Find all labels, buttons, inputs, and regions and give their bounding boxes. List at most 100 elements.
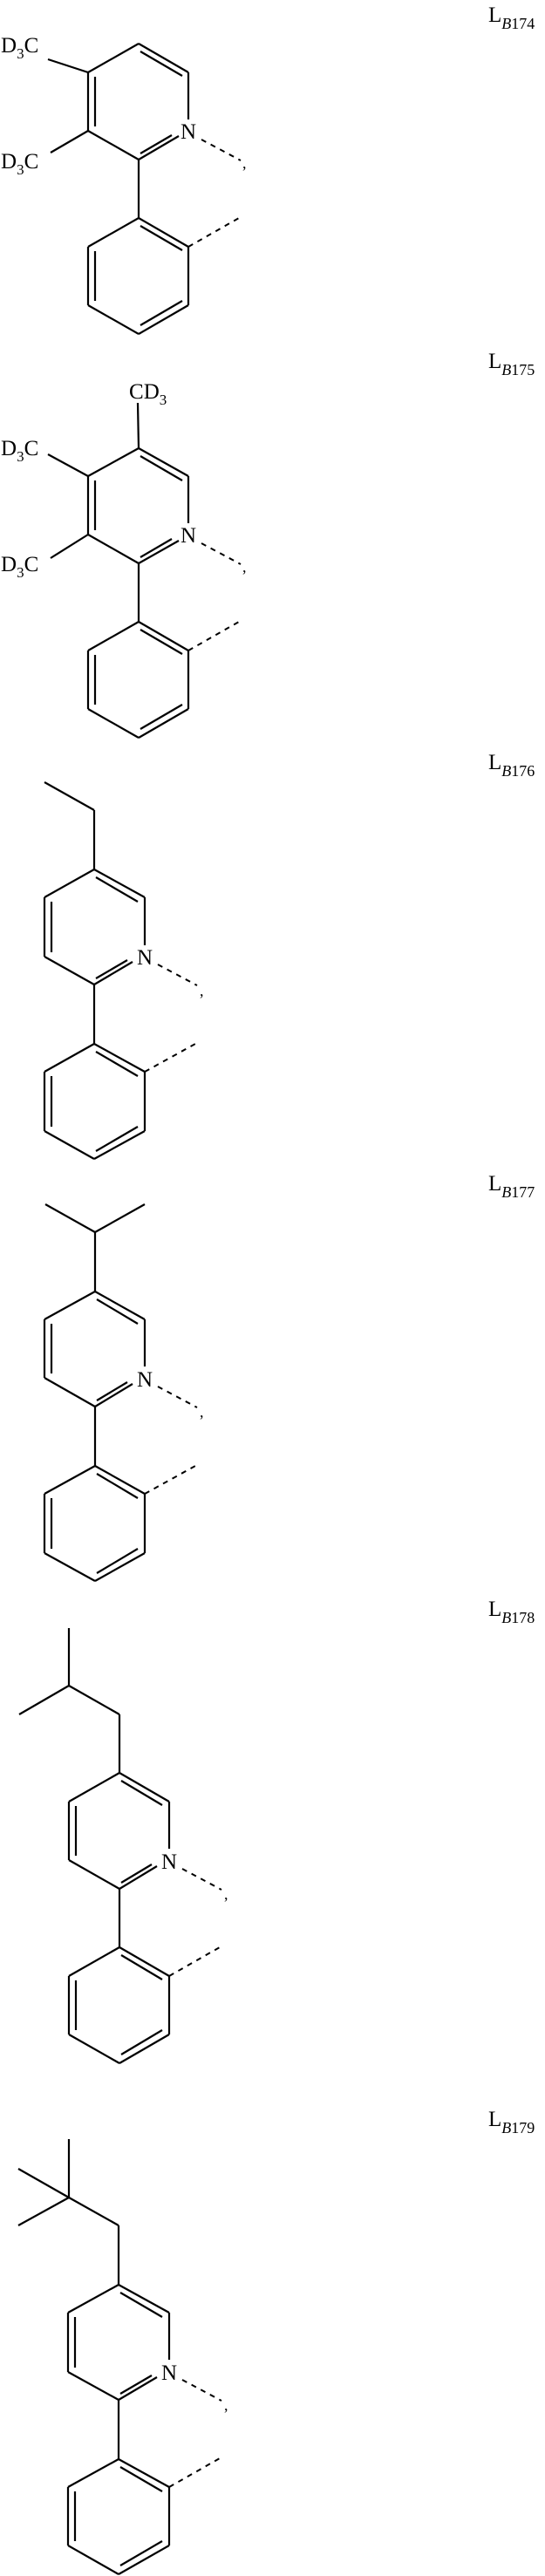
- single-bond: [119, 1772, 170, 1803]
- bond-terminus-mark: ,: [200, 1403, 204, 1421]
- single-bond: [67, 2284, 119, 2314]
- ligand-label: LB178: [488, 1598, 535, 1626]
- single-bond: [87, 447, 140, 477]
- single-bond: [118, 2458, 170, 2488]
- atom-label: CD3: [129, 380, 167, 408]
- bond-terminus-mark: ,: [242, 558, 247, 576]
- bond-terminus-mark: ,: [224, 2396, 228, 2414]
- double-bond-inner-line: [96, 1473, 139, 1499]
- single-bond: [87, 304, 140, 335]
- single-bond: [44, 1130, 95, 1160]
- single-bond: [87, 621, 140, 651]
- single-bond: [67, 2371, 119, 2401]
- ligand-label: LB176: [488, 751, 535, 780]
- single-bond: [68, 2197, 119, 2226]
- single-bond: [68, 1946, 120, 1977]
- single-bond: [119, 2034, 170, 2064]
- single-bond: [118, 2376, 158, 2401]
- atom-label: D3C: [1, 150, 38, 178]
- single-bond: [44, 1043, 95, 1073]
- double-bond-inner-line: [96, 1548, 139, 1574]
- bonds: [43, 781, 198, 1160]
- double-bond-inner-line: [140, 538, 173, 558]
- ligand-label: LB175: [488, 350, 535, 378]
- single-bond: [50, 130, 89, 153]
- single-bond: [87, 43, 140, 73]
- single-bond: [44, 1465, 96, 1495]
- single-bond: [68, 1859, 120, 1890]
- double-bond-inner-line: [140, 704, 183, 730]
- single-bond: [93, 869, 146, 898]
- atom-label: N: [161, 2361, 177, 2385]
- atom-label: D3C: [1, 34, 38, 62]
- double-bond-inner-line: [95, 1126, 139, 1152]
- atom-label: N: [181, 524, 196, 548]
- single-bond: [119, 1865, 158, 1890]
- single-bond: [47, 58, 89, 74]
- atom-label: N: [137, 946, 153, 970]
- single-bond: [93, 1043, 146, 1073]
- coordination-dashed-bond: [157, 1386, 198, 1408]
- single-bond: [94, 1291, 146, 1320]
- double-bond-inner-line: [120, 1780, 163, 1806]
- double-bond-inner-line: [140, 629, 183, 655]
- single-bond: [118, 2545, 170, 2575]
- single-bond: [44, 781, 95, 811]
- bonds: [47, 43, 242, 335]
- double-bond-inner-line: [96, 1381, 128, 1401]
- double-bond-inner-line: [140, 300, 183, 326]
- coordination-dashed-bond: [187, 621, 240, 651]
- single-bond: [136, 402, 140, 449]
- single-bond: [18, 1685, 70, 1715]
- bonds: [47, 402, 242, 739]
- double-bond-inner-line: [120, 1954, 163, 1980]
- double-bond-inner-line: [119, 2292, 163, 2318]
- single-bond: [138, 708, 189, 739]
- single-bond: [67, 2545, 119, 2575]
- ligand-label: LB174: [488, 3, 535, 32]
- single-bond: [17, 2168, 70, 2198]
- double-bond-inner-line: [140, 225, 183, 251]
- atom-label: N: [181, 120, 196, 144]
- single-bond: [44, 1291, 96, 1320]
- atom-label: N: [137, 1368, 153, 1392]
- single-bond: [87, 130, 140, 160]
- single-bond: [87, 708, 140, 739]
- single-bond: [44, 869, 95, 898]
- atom-label: N: [161, 1850, 177, 1874]
- bonds: [43, 1203, 198, 1582]
- double-bond-inner-line: [95, 876, 139, 903]
- coordination-dashed-bond: [168, 2457, 221, 2488]
- atom-label: D3C: [1, 553, 38, 581]
- bond-terminus-mark: ,: [224, 1885, 228, 1903]
- single-bond: [50, 534, 89, 559]
- double-bond-inner-line: [120, 1864, 153, 1884]
- single-bond: [138, 540, 180, 564]
- double-bond-inner-line: [95, 1051, 139, 1077]
- single-bond: [68, 1772, 120, 1803]
- coordination-dashed-bond: [187, 217, 240, 248]
- bonds: [17, 2139, 222, 2575]
- single-bond: [138, 621, 189, 651]
- double-bond-inner-line: [95, 959, 128, 979]
- coordination-dashed-bond: [181, 1868, 222, 1891]
- single-bond: [138, 304, 189, 335]
- single-bond: [93, 1130, 146, 1160]
- double-bond-inner-line: [140, 51, 183, 77]
- single-bond: [44, 1377, 96, 1407]
- bond-terminus-mark: ,: [242, 154, 247, 172]
- double-bond-inner-line: [140, 455, 183, 481]
- single-bond: [119, 1946, 170, 1977]
- single-bond: [67, 2458, 119, 2488]
- coordination-dashed-bond: [157, 964, 198, 986]
- single-bond: [138, 447, 189, 477]
- double-bond-inner-line: [119, 2540, 163, 2566]
- single-bond: [68, 1685, 120, 1715]
- ligand-label: LB179: [488, 2108, 535, 2136]
- single-bond: [47, 453, 89, 477]
